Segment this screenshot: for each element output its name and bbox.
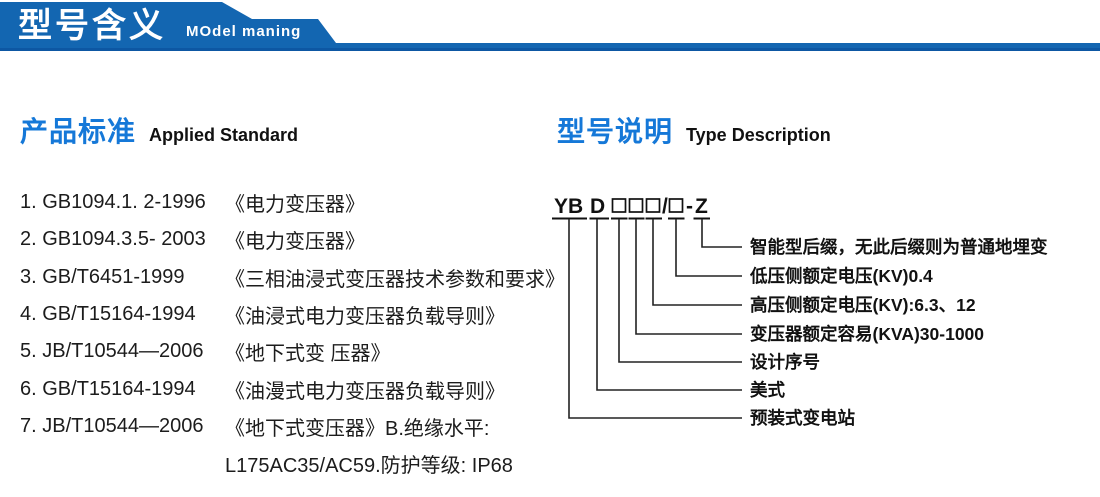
connector-yb <box>568 219 742 419</box>
connector-box4 <box>675 219 742 277</box>
code-segment-yb: YB <box>554 195 583 218</box>
connector-box2 <box>635 219 742 335</box>
connector-d <box>596 219 742 391</box>
code-segment-z: Z <box>695 195 708 218</box>
standard-code: 4. GB/T15164-1994 <box>20 303 196 326</box>
standard-row: 2. GB1094.3.5- 2003 《电力变压器》 <box>20 221 560 258</box>
code-box-1 <box>611 198 627 213</box>
left-section-heading: 产品标准 Applied Standard <box>20 110 298 150</box>
standard-code: 6. GB/T15164-1994 <box>20 377 196 400</box>
standard-row: 1. GB1094.1. 2-1996 《电力变压器》 <box>20 184 560 221</box>
code-segment-dash: - <box>686 195 693 218</box>
standard-code: 3. GB/T6451-1999 <box>20 265 185 288</box>
label-design-serial: 设计序号 <box>750 352 820 372</box>
standard-code: 1. GB1094.1. 2-1996 <box>20 191 206 214</box>
standard-row: 3. GB/T6451-1999 《三相油浸式变压器技术参数和要求》 <box>20 259 565 296</box>
standard-row-continuation: L175AC35/AC59.防护等级: IP68 <box>20 445 560 482</box>
banner-subtitle: MOdel maning <box>186 23 302 40</box>
right-heading-en: Type Description <box>686 125 831 145</box>
connector-box1 <box>618 219 742 363</box>
banner-title: 型号含义 <box>18 7 166 45</box>
label-american-style: 美式 <box>750 380 785 400</box>
standard-title: 《电力变压器》 <box>225 231 365 254</box>
standard-code: 2. GB1094.3.5- 2003 <box>20 228 206 251</box>
banner-ribbon <box>0 2 1100 51</box>
code-box-2 <box>628 198 644 213</box>
label-lv-voltage: 低压侧额定电压(KV)0.4 <box>749 266 933 286</box>
standard-title: 《地下式变压器》B.绝缘水平: <box>225 417 490 440</box>
model-code-diagram: YB D / - Z 智能型后缀，无此后缀则为普通地埋变 低压侧额定电压(KV)… <box>552 195 1048 428</box>
standard-code: 5. JB/T10544—2006 <box>20 340 204 363</box>
connector-z <box>701 219 742 248</box>
connector-box3 <box>652 219 742 306</box>
banner-shape <box>0 2 1100 51</box>
label-prefab-substation: 预装式变电站 <box>750 408 855 428</box>
label-smart-suffix: 智能型后缀，无此后缀则为普通地埋变 <box>750 237 1048 257</box>
left-heading-en: Applied Standard <box>149 125 299 145</box>
standard-title: 《油漫式电力变压器负载导则》 <box>225 380 505 403</box>
standard-title: 《地下式变 压器》 <box>225 343 391 366</box>
code-segment-d: D <box>590 195 605 218</box>
standard-title: 《油浸式电力变压器负载导则》 <box>225 306 505 329</box>
standard-row: 7. JB/T10544—2006 《地下式变压器》B.绝缘水平: <box>20 408 560 445</box>
standard-title-continuation: L175AC35/AC59.防护等级: IP68 <box>225 455 513 478</box>
left-heading-zh: 产品标准 <box>20 116 137 147</box>
standard-title: 《电力变压器》 <box>225 194 365 217</box>
standard-row: 4. GB/T15164-1994 《油浸式电力变压器负载导则》 <box>20 296 560 333</box>
right-section-heading: 型号说明 Type Description <box>557 110 831 150</box>
standard-row: 6. GB/T15164-1994 《油漫式电力变压器负载导则》 <box>20 370 560 407</box>
label-hv-voltage: 高压侧额定电压(KV):6.3、12 <box>750 295 976 315</box>
code-segment-slash: / <box>662 195 668 218</box>
standard-title: 《三相油浸式变压器技术参数和要求》 <box>225 268 565 291</box>
standard-row: 5. JB/T10544—2006 《地下式变 压器》 <box>20 333 560 370</box>
code-box-4 <box>668 198 684 213</box>
standard-code: 7. JB/T10544—2006 <box>20 414 204 437</box>
label-rated-capacity: 变压器额定容易(KVA)30-1000 <box>750 324 984 344</box>
right-heading-zh: 型号说明 <box>557 116 674 147</box>
code-box-3 <box>645 198 661 213</box>
banner-bottom-edge <box>0 48 1100 51</box>
standards-list: 1. GB1094.1. 2-1996 《电力变压器》 2. GB1094.3.… <box>20 184 565 482</box>
